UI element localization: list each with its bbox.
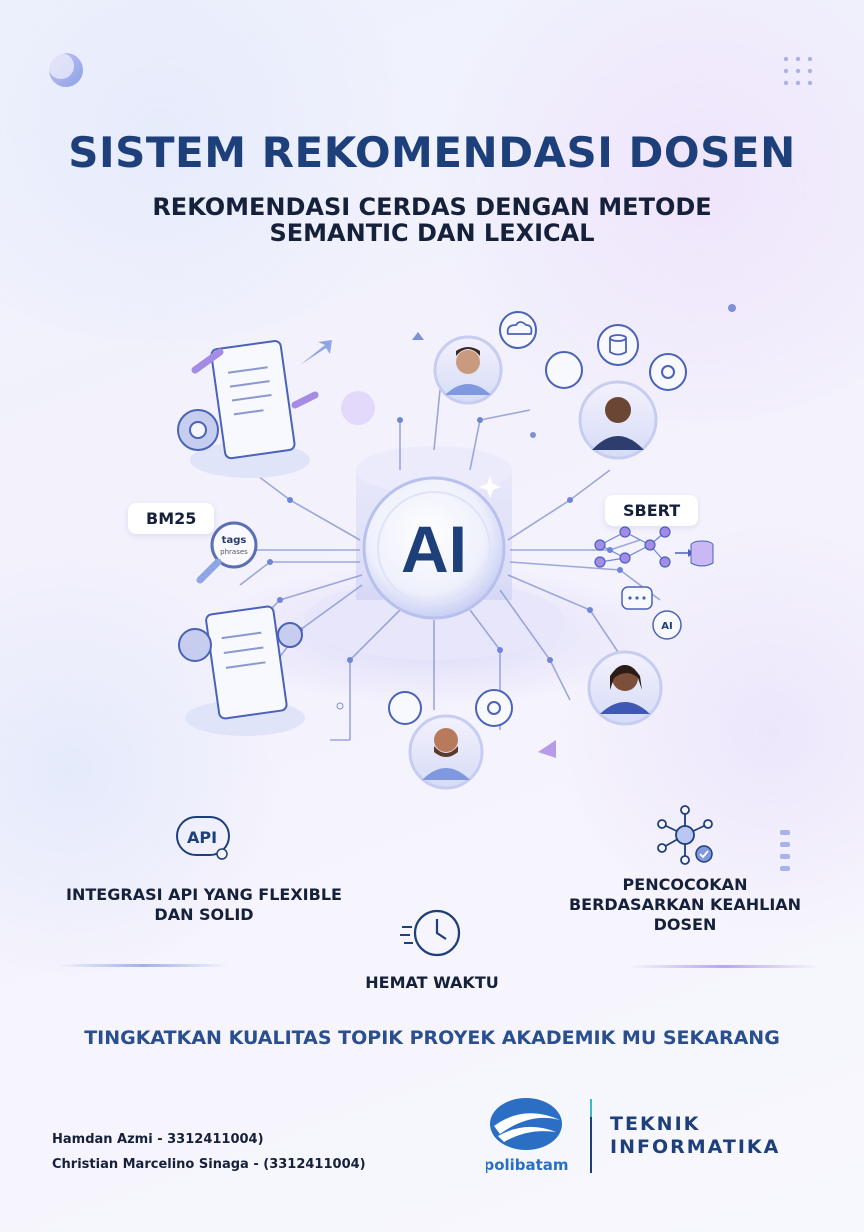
tag-word: tags [222,535,247,546]
feature-api: INTEGRASI API YANG FLEXIBLE DAN SOLID [54,885,354,925]
gear-icon [475,689,513,727]
decorative-stripes [780,830,790,871]
cloud-icon [545,351,583,389]
gear-icon [177,409,219,451]
feature-match: PENCOCOKAN BERDASARKAN KEAHLIAN DOSEN [555,875,815,935]
department-line: INFORMATIKA [610,1136,781,1158]
cloud-icon [499,311,537,349]
feature-match-line: DOSEN [653,915,717,934]
ai-core-label: AI [401,512,467,586]
api-icon: API [176,816,230,860]
feature-time: HEMAT WAKTU [365,973,499,992]
feature-api-line: INTEGRASI API YANG FLEXIBLE [66,885,342,904]
api-icon-label: API [187,828,217,847]
page-title: SISTEM REKOMENDASI DOSEN [68,128,796,177]
feature-match-line: BERDASARKAN KEAHLIAN [568,895,802,914]
neural-network-icon [594,526,714,568]
database-icon [597,324,639,366]
page-subtitle: REKOMENDASI CERDAS DENGAN METODE SEMANTI… [0,194,864,246]
author-name: Hamdan Azmi - 3312411004) [52,1132,264,1147]
gear-icon [649,353,687,391]
department-line: TEKNIK [610,1113,701,1135]
feature-api-line: DAN SOLID [154,905,254,924]
subtitle-line: REKOMENDASI CERDAS DENGAN METODE [152,193,712,221]
divider-right [628,965,818,968]
department-name: TEKNIK INFORMATIKA [610,1113,780,1159]
sbert-chip: SBERT [605,495,699,526]
ai-network-illustration: AI tags phrases key [177,304,736,790]
chat-icon [621,586,653,610]
logo-divider-accent [590,1099,592,1117]
decorative-orb [48,53,83,87]
logo-wordmark: polibatam [486,1156,569,1174]
call-to-action: TINGKATKAN KUALITAS TOPIK PROYEK AKADEMI… [84,1027,780,1049]
tag-word: phrases [220,548,248,556]
document-icon [190,340,332,478]
network-match-icon [657,805,713,865]
subtitle-line: SEMANTIC DAN LEXICAL [269,219,595,247]
person-icon [408,714,484,790]
ai-chat-icon: AI [652,610,682,640]
cloud-icon [388,691,422,725]
dot-grid-decor [783,56,813,86]
polibatam-logo: polibatam [486,1098,569,1174]
ai-chat-badge: AI [661,621,672,632]
logo-divider [590,1099,592,1173]
document-icon [178,605,305,736]
person-icon [578,380,658,460]
divider-left [58,964,228,967]
author-name: Christian Marcelino Sinaga - (3312411004… [52,1157,366,1172]
feature-match-line: PENCOCOKAN [622,875,748,894]
clock-icon [400,909,461,957]
person-icon [433,335,503,405]
person-icon [587,650,663,726]
bm25-chip: BM25 [128,503,215,534]
